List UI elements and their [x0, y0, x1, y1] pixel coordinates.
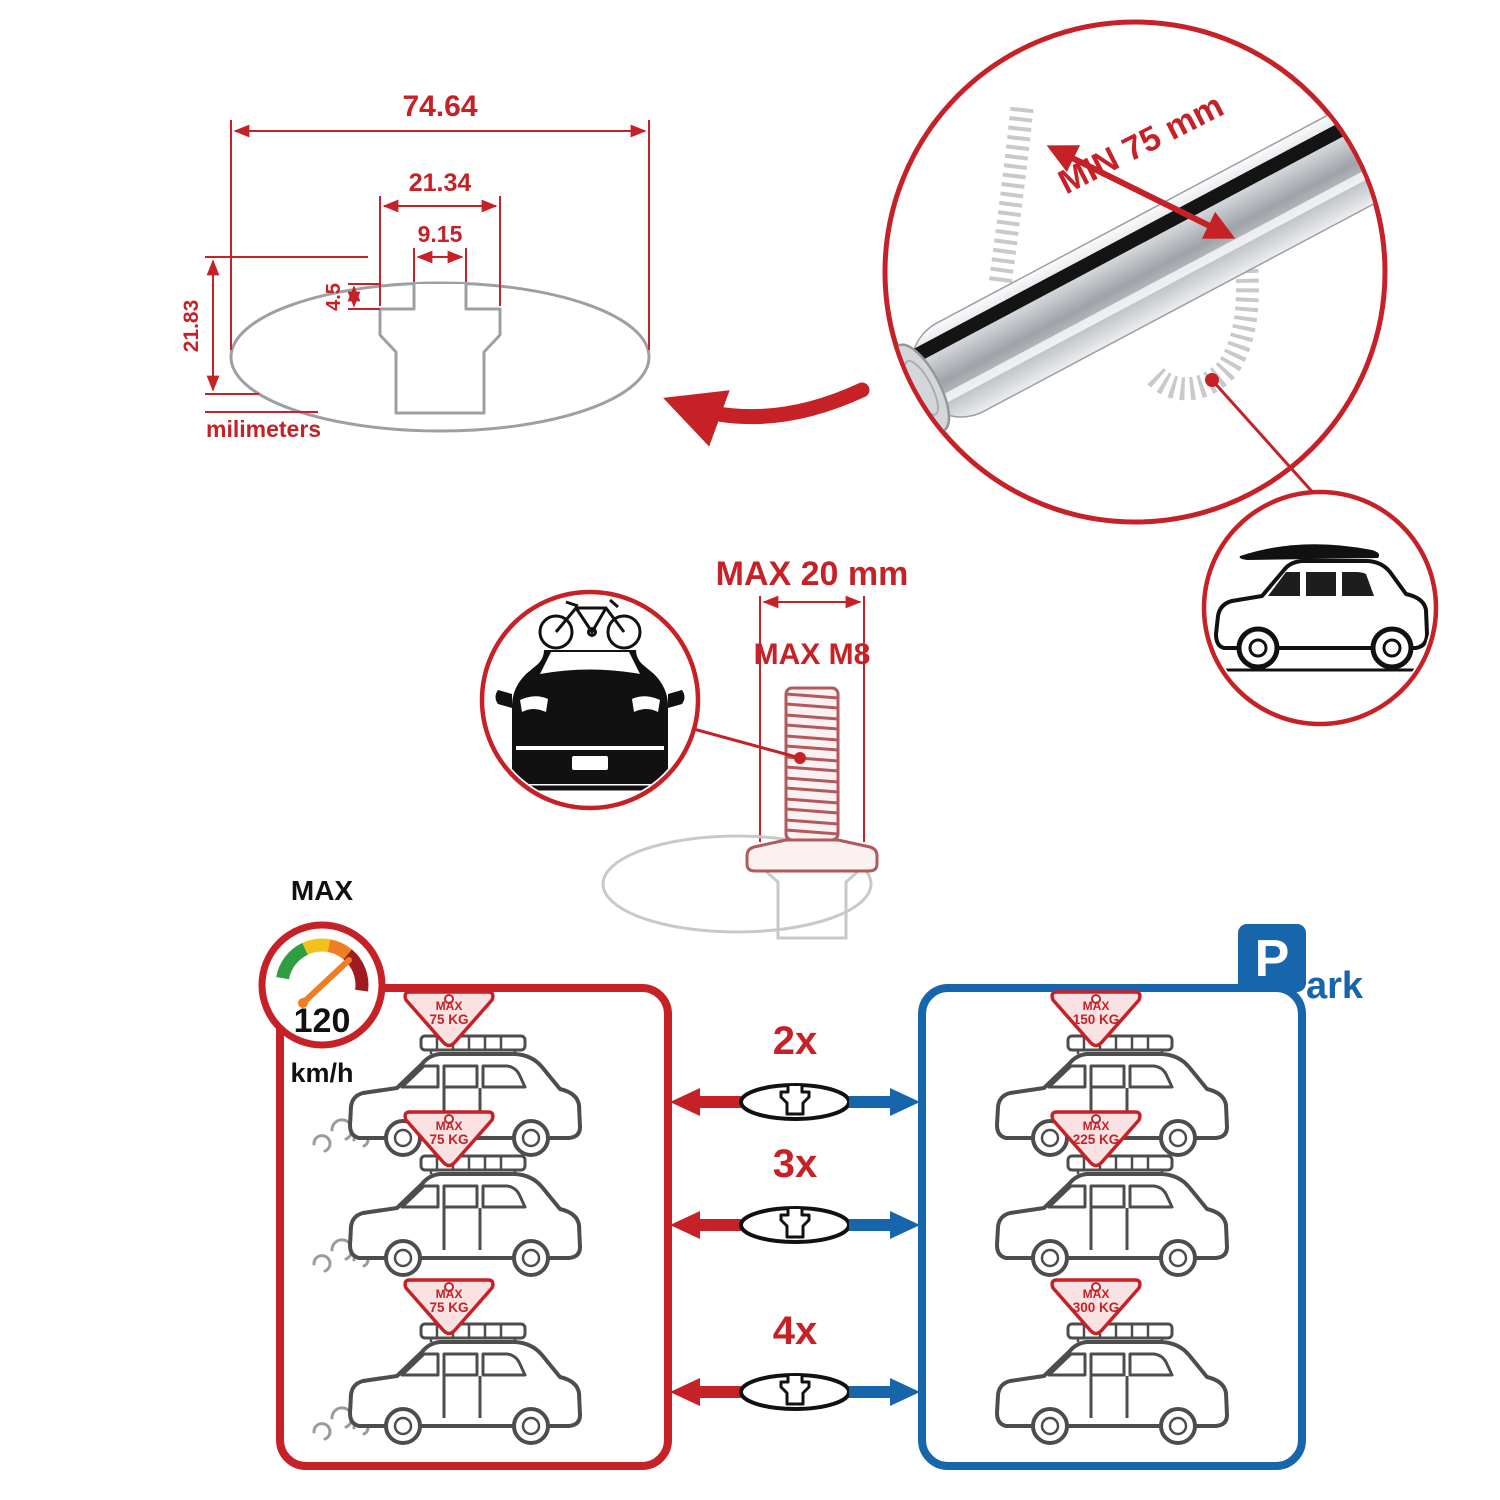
- roofbox-car-circle: [1201, 489, 1439, 727]
- bicycle-icon: [538, 598, 642, 650]
- min-span-arrow: [1046, 145, 1236, 239]
- quantity-label: 2x: [773, 1019, 818, 1063]
- bolt-callout-line: [689, 726, 801, 760]
- right-arrow-icon: [849, 1088, 920, 1116]
- flag-weight-label: 75 KG: [429, 1132, 468, 1147]
- flag-max-label: MAX: [1083, 1119, 1110, 1133]
- park-sign-square: [1238, 924, 1306, 992]
- cross-section-diagram: 74.64 21.34 9.15 4.5 21.83 milimeters: [180, 90, 651, 442]
- driving-panel: MAX 75 KG MAX 75 KG MAX 75 KG: [276, 984, 672, 1470]
- bar-profile-icon: [739, 1206, 851, 1244]
- pointer-arrow: [663, 382, 870, 447]
- ghost-profile-ellipse: [601, 834, 873, 934]
- bike-car-circle: [479, 589, 701, 811]
- bar-profile-icon: [739, 1373, 851, 1411]
- callout-line: [1210, 378, 1318, 498]
- dim-cavity-width: 21.34: [409, 169, 472, 197]
- profile-ellipse: [229, 281, 651, 433]
- speed-max-label: MAX: [291, 875, 354, 906]
- flag-weight-label: 75 KG: [429, 1012, 468, 1027]
- speed-limit-gauge: MAX 120 km/h: [258, 875, 386, 1088]
- max-thread-label: MAX M8: [754, 638, 871, 671]
- speed-value: 120: [294, 1002, 351, 1040]
- right-arrow-icon: [849, 1211, 920, 1239]
- right-arrow-icon: [849, 1378, 920, 1406]
- max-depth-label: MAX 20 mm: [716, 555, 909, 593]
- quantity-label: 4x: [773, 1309, 818, 1353]
- parked-panel: MAX 150 KG MAX 225 KG MAX 300 KG: [918, 984, 1306, 1470]
- flag-max-label: MAX: [436, 999, 463, 1013]
- flag-max-label: MAX: [1083, 1287, 1110, 1301]
- flag-max-label: MAX: [436, 1287, 463, 1301]
- flag-max-label: MAX: [1083, 999, 1110, 1013]
- park-sign-p: P: [1255, 930, 1290, 988]
- left-arrow-icon: [670, 1088, 741, 1116]
- flag-weight-label: 225 KG: [1073, 1132, 1120, 1147]
- dim-slot-width: 9.15: [418, 221, 463, 247]
- left-arrow-icon: [670, 1211, 741, 1239]
- flag-weight-label: 300 KG: [1073, 1300, 1120, 1315]
- rail-clamp-ghost-left: [988, 106, 1034, 287]
- dim-total-height: 21.83: [180, 300, 203, 353]
- units-label: milimeters: [206, 416, 321, 442]
- left-arrow-icon: [670, 1378, 741, 1406]
- park-sign: P ark: [1238, 924, 1364, 1007]
- speed-unit: km/h: [290, 1058, 353, 1088]
- flag-weight-label: 75 KG: [429, 1300, 468, 1315]
- gauge-needle: [300, 957, 352, 1006]
- dim-total-width: 74.64: [402, 90, 477, 123]
- flag-max-label: MAX: [436, 1119, 463, 1133]
- dim-lip-height: 4.5: [323, 283, 345, 311]
- quantity-column: 2x 3x 4x: [670, 1019, 920, 1411]
- roofbox-icon: [1239, 544, 1380, 560]
- bolt-diagram: MAX 20 mm MAX M8: [601, 555, 909, 940]
- park-sign-ark: ark: [1306, 965, 1364, 1007]
- suv-with-roofbox-icon: [1212, 544, 1432, 672]
- t-bolt-icon: [745, 686, 879, 873]
- flag-weight-label: 150 KG: [1073, 1012, 1120, 1027]
- bar-profile-icon: [739, 1083, 851, 1121]
- t-slot-channel: [378, 284, 502, 415]
- quantity-label: 3x: [773, 1142, 818, 1186]
- bar-detail-circle: MIN 75 mm: [882, 19, 1388, 525]
